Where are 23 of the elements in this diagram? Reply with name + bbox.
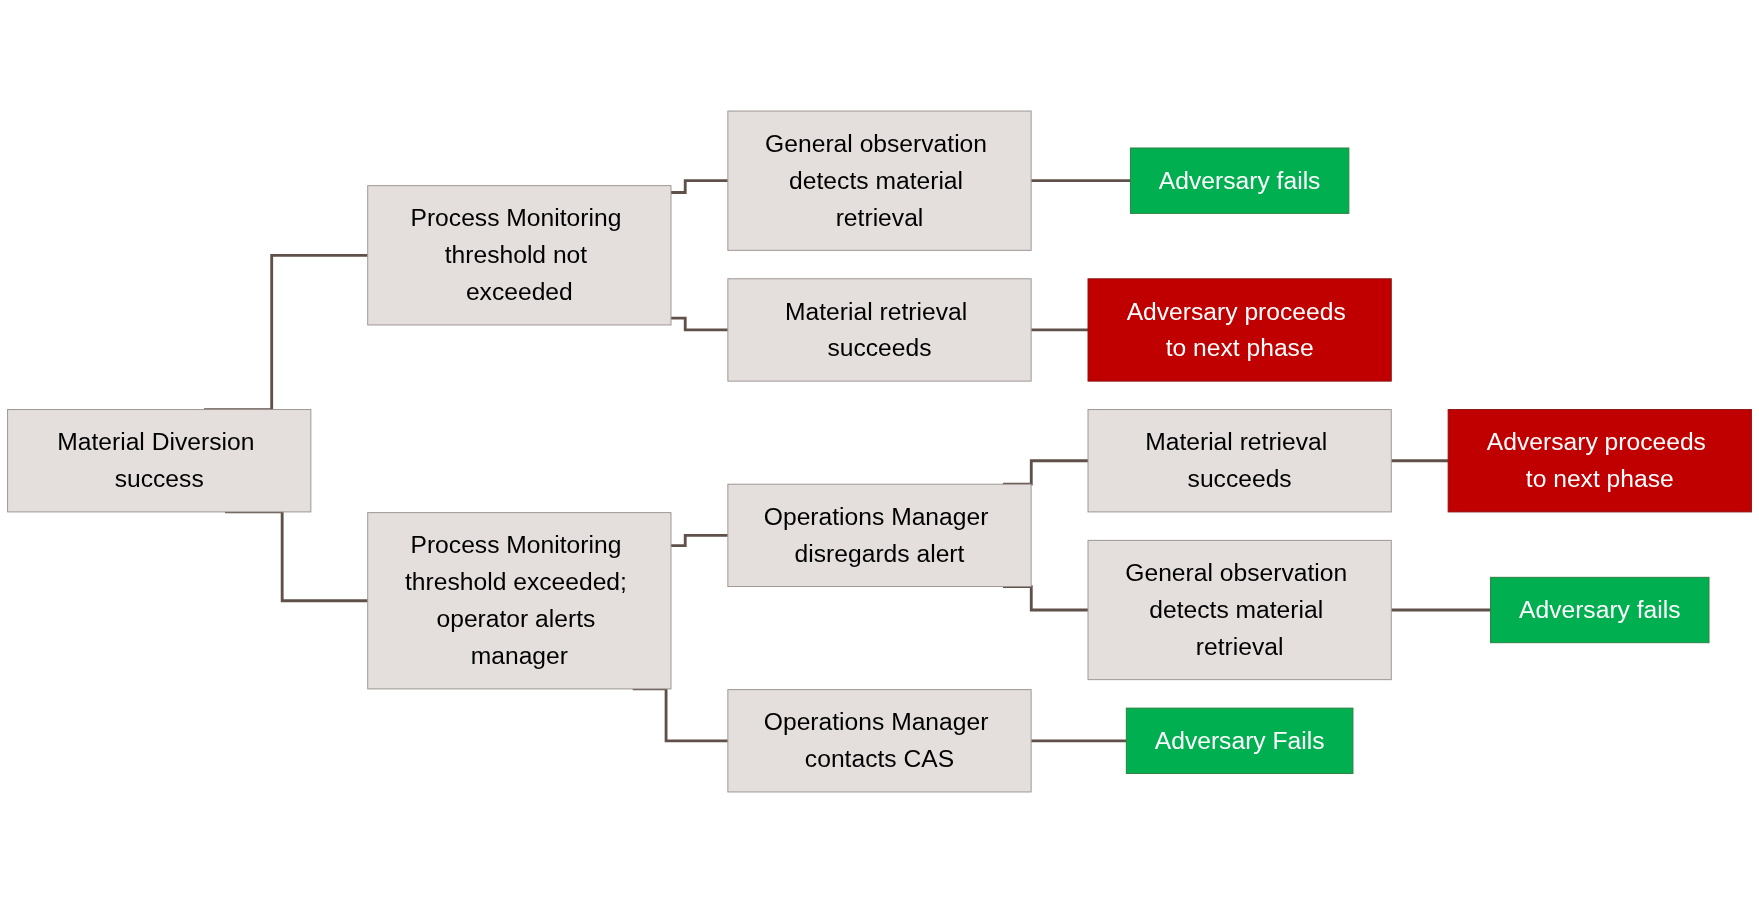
connector: [1031, 739, 1127, 743]
connector: [1391, 459, 1449, 463]
node-box: Process Monitoring threshold exceeded; operator alerts manager: [367, 512, 672, 690]
node-box: Adversary proceeds to next phase: [1087, 278, 1392, 382]
connector: [671, 179, 728, 194]
node-box: Operations Manager contacts CAS: [727, 689, 1032, 793]
node-box: General observation detects material retrieval: [1087, 539, 1392, 681]
node-box: Adversary Fails: [1125, 707, 1354, 774]
node-box: Material retrieval succeeds: [727, 278, 1032, 382]
connector: [1003, 459, 1088, 486]
node-box: Operations Manager disregards alert: [727, 483, 1032, 588]
connector: [1031, 328, 1088, 332]
connector: [1031, 179, 1131, 183]
node-box: Adversary proceeds to next phase: [1447, 409, 1752, 513]
node-box: General observation detects material retrieval: [727, 110, 1032, 251]
connector: [1391, 608, 1491, 612]
connector: [671, 533, 728, 548]
node-box: Material retrieval succeeds: [1087, 409, 1392, 513]
node-box: Adversary fails: [1129, 147, 1350, 214]
node-box: Material Diversion success: [7, 409, 312, 513]
node-box: Adversary fails: [1490, 576, 1710, 644]
node-box: Process Monitoring threshold not exceeded: [367, 185, 672, 326]
connector: [671, 316, 728, 332]
